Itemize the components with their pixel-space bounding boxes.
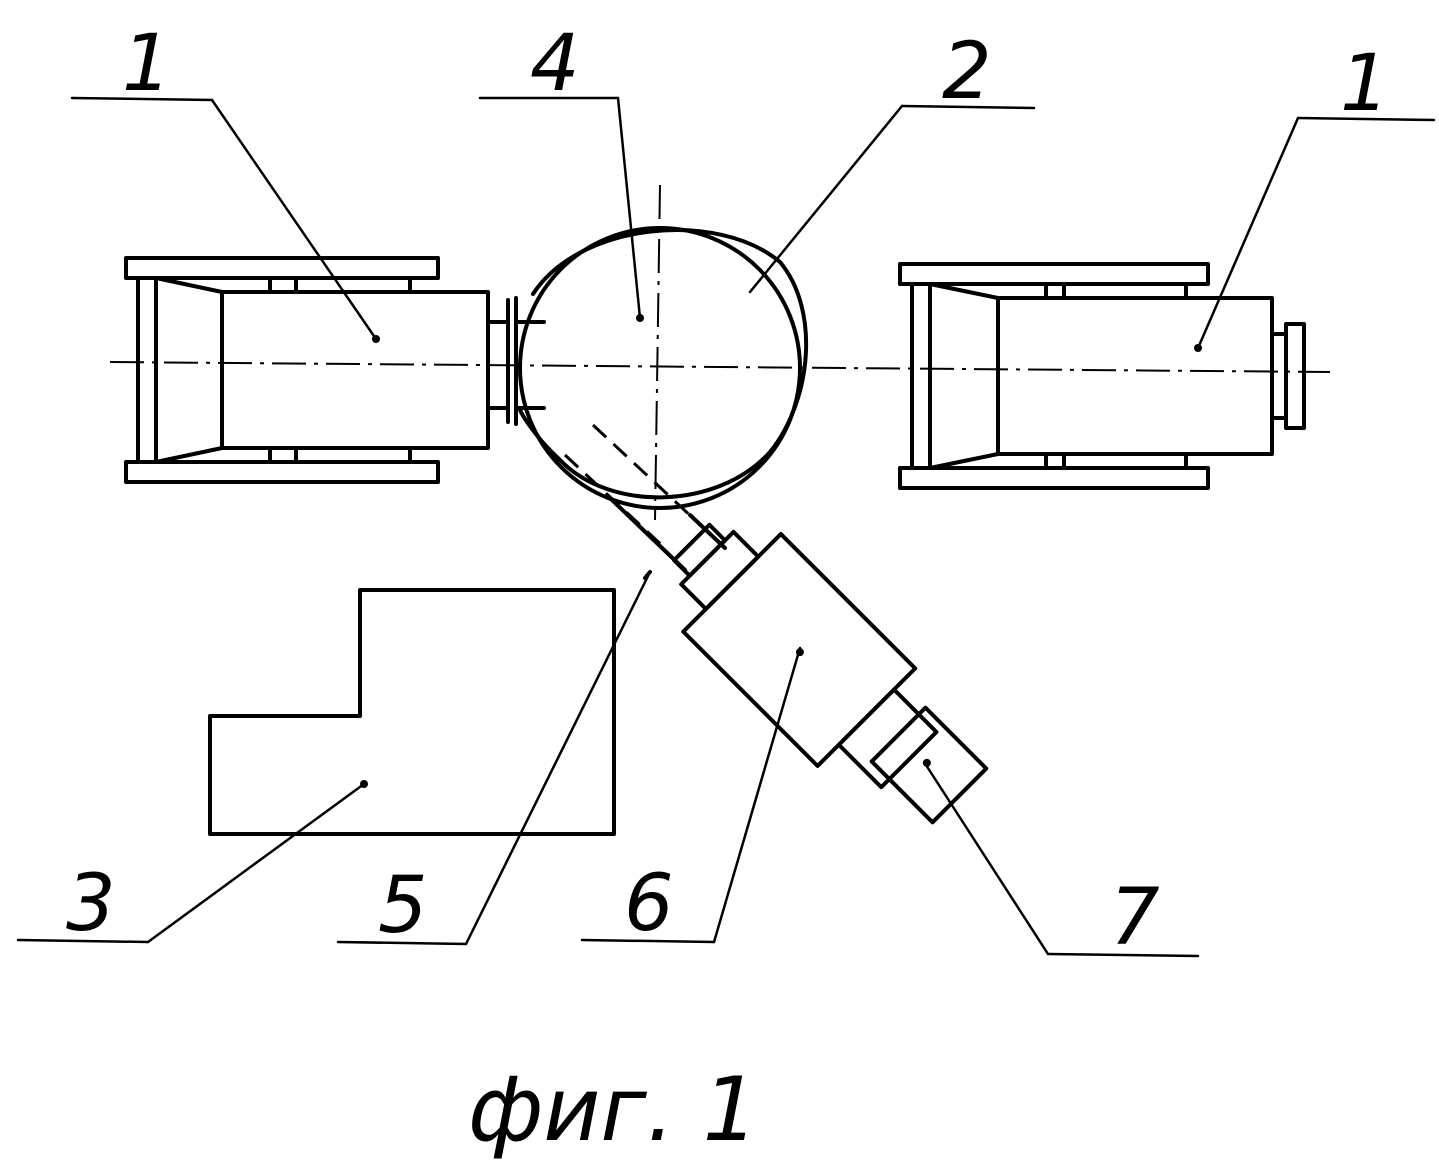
label-6: 6 — [624, 859, 674, 949]
label-1-right: 1 — [1340, 39, 1390, 129]
label-7: 7 — [1110, 873, 1160, 963]
unit-3 — [210, 590, 614, 834]
leaders — [18, 98, 1434, 956]
label-4: 4 — [530, 19, 580, 109]
figure-caption: фиг. 1 — [468, 1058, 759, 1161]
unit-left-frame — [126, 258, 544, 482]
label-2: 2 — [942, 27, 992, 117]
label-5: 5 — [378, 861, 428, 951]
label-1-left: 1 — [122, 19, 172, 109]
unit-right-frame — [900, 264, 1304, 488]
label-3: 3 — [66, 859, 116, 949]
